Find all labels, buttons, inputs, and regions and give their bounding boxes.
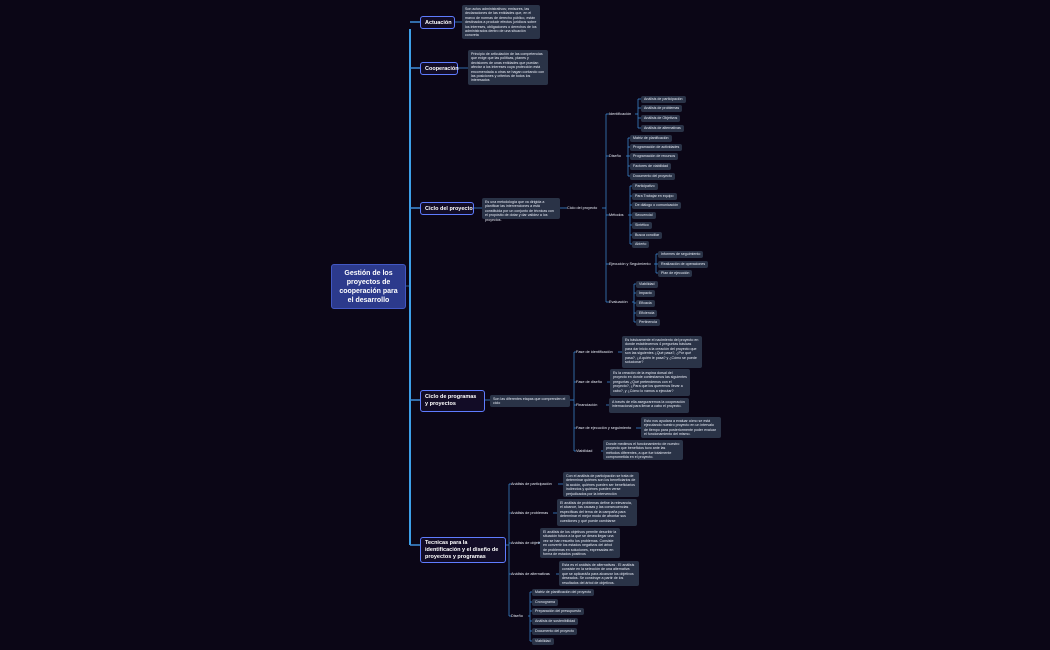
node-actuacion-label: Actuación	[425, 19, 452, 26]
node-cooperacion[interactable]: Cooperación	[420, 62, 459, 75]
identificacion-item[interactable]: Análisis de alternativas	[641, 125, 684, 132]
metodos-item[interactable]: Secuencial	[632, 212, 656, 219]
diseno-item[interactable]: Documento del proyecto	[630, 173, 675, 180]
identificacion-item[interactable]: Análisis de participación	[641, 96, 686, 103]
tecnica-description: El análisis de los objetivos permite des…	[540, 528, 620, 558]
root-title: Gestión de los proyectos de cooperación …	[339, 269, 398, 304]
tecnicas-diseno-item[interactable]: Matriz de planificación del proyecto	[532, 589, 595, 596]
node-ciclo-de-programas[interactable]: Ciclo de programas y proyectos	[420, 390, 485, 412]
identificacion-item[interactable]: Análisis de Objetivos	[641, 115, 681, 122]
metodos-item[interactable]: Participativo	[632, 183, 658, 190]
cooperacion-description: Principio de articulación de las compete…	[468, 50, 548, 85]
tecnica-label[interactable]: Análisis de problemas	[511, 511, 549, 515]
node-actuacion[interactable]: Actuación	[420, 16, 455, 29]
tecnica-description: El análisis de problemas define la relev…	[557, 499, 637, 526]
identificacion-label[interactable]: Identificación	[609, 112, 632, 116]
tecnicas-diseno-item[interactable]: Preparación del presupuesto	[532, 608, 584, 615]
ciclo-proyecto-description: Es una metodología que va dirigida a pla…	[482, 198, 560, 222]
evaluacion-label[interactable]: Evaluación	[609, 300, 628, 304]
ejecucion-item[interactable]: Realización de operaciones	[658, 261, 709, 268]
node-ciclo-del-proyecto[interactable]: Ciclo del proyecto	[420, 202, 474, 215]
diseno-item[interactable]: Programación de recursos	[630, 153, 679, 160]
tecnicas-diseno-label[interactable]: Diseño	[511, 614, 523, 618]
metodos-label[interactable]: Métodos	[609, 213, 624, 217]
evaluacion-item[interactable]: Pertinencia	[636, 319, 660, 326]
metodos-item[interactable]: Para Trabajar en equipo	[632, 193, 677, 200]
evaluacion-item[interactable]: Viabilidad	[636, 281, 658, 288]
tecnica-description: Esta es el análisis de alternativas . El…	[559, 561, 639, 586]
ejecucion-item[interactable]: Informes de seguimiento	[658, 251, 704, 258]
node-tecnicas[interactable]: Tecnicas para la identificación y el dis…	[420, 537, 506, 563]
metodos-item[interactable]: Abierto	[632, 241, 650, 248]
tecnica-description: Con el análisis de participación se trat…	[563, 472, 639, 497]
diseno-item[interactable]: Factores de viabilidad	[630, 163, 671, 170]
node-tecnicas-label: Tecnicas para la identificación y el dis…	[425, 539, 499, 560]
fase-description: Donde medimos el funcionamiento de nuest…	[603, 440, 683, 460]
fase-label[interactable]: Viabilidad	[576, 449, 593, 453]
tecnica-label[interactable]: Análisis de participación	[511, 482, 552, 486]
fase-description: A través de ella aseguraremos la coopera…	[609, 398, 689, 413]
tecnicas-diseno-item[interactable]: Viabilidad	[532, 638, 554, 645]
tecnicas-diseno-item[interactable]: Cronograma	[532, 599, 558, 606]
tecnicas-diseno-item[interactable]: Documento del proyecto	[532, 628, 577, 635]
node-ciclo-del-proyecto-label: Ciclo del proyecto	[425, 205, 473, 212]
identificacion-item[interactable]: Análisis de problemas	[641, 105, 683, 112]
fase-description: Esto nos ayudara a evaluar cómo se está …	[641, 417, 721, 438]
evaluacion-item[interactable]: Eficiencia	[636, 310, 658, 317]
root-node[interactable]: Gestión de los proyectos de cooperación …	[331, 264, 406, 309]
fase-description: Es la creación de la espina dorsal del p…	[610, 369, 690, 396]
actuacion-description: Son actos administrativos; emisores, las…	[462, 5, 540, 39]
evaluacion-item[interactable]: Impacto	[636, 290, 655, 297]
tecnicas-diseno-item[interactable]: Análisis de sostenibilidad	[532, 618, 579, 625]
node-cooperacion-label: Cooperación	[425, 65, 459, 72]
node-ciclo-de-programas-label: Ciclo de programas y proyectos	[425, 394, 477, 407]
ciclo-programas-description: Son las diferentes etapas que comprenden…	[490, 395, 570, 407]
ejecucion-label[interactable]: Ejecución y Seguimiento	[609, 262, 651, 266]
fase-label[interactable]: Fase de identificación	[576, 350, 613, 354]
metodos-item[interactable]: De diálogo o comunicación	[632, 202, 682, 209]
fase-label[interactable]: Fase de diseño	[576, 380, 602, 384]
evaluacion-item[interactable]: Eficacia	[636, 300, 655, 307]
ejecucion-item[interactable]: Plan de ejecución	[658, 270, 693, 277]
fase-description: Es básicamente el nacimiento del proyect…	[622, 336, 702, 368]
tecnica-label[interactable]: Análisis de objetivos	[511, 541, 546, 545]
diseno-item[interactable]: Programación de actividades	[630, 144, 683, 151]
diseno-label[interactable]: Diseño	[609, 154, 621, 158]
tecnica-label[interactable]: Análisis de alternativas	[511, 572, 550, 576]
ciclo-proyecto-sub[interactable]: Ciclo del proyecto	[567, 206, 598, 210]
fase-label[interactable]: Fase de ejecución y seguimiento	[576, 426, 632, 430]
diseno-item[interactable]: Matriz de planificación	[630, 135, 672, 142]
metodos-item[interactable]: Busca conciliar	[632, 232, 663, 239]
metodos-item[interactable]: Sintético	[632, 222, 652, 229]
fase-label[interactable]: Financiación	[576, 403, 598, 407]
